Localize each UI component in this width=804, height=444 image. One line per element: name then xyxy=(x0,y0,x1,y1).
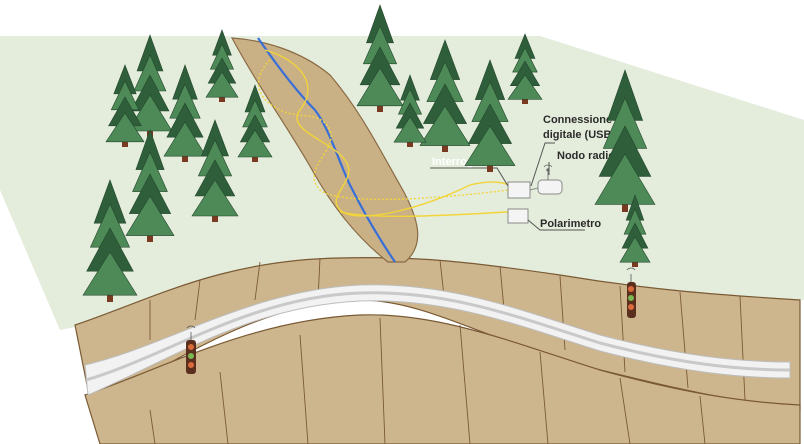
pine-tree-icon xyxy=(237,84,273,162)
pine-tree-icon xyxy=(619,194,651,267)
radio-antenna-icon xyxy=(626,267,636,282)
pine-tree-icon xyxy=(191,119,239,222)
forest xyxy=(82,4,656,302)
interrogator-unit xyxy=(507,181,531,199)
pine-tree-icon xyxy=(205,29,239,102)
device-link xyxy=(529,187,539,191)
label-usb-line1: Connessione xyxy=(543,114,612,126)
label-radio-node: Nodo radio xyxy=(557,150,615,162)
pine-tree-icon xyxy=(419,39,471,152)
pine-tree-icon xyxy=(163,64,207,162)
soil-cracks xyxy=(149,257,746,444)
pine-tree-icon xyxy=(125,129,175,242)
roadside-sensor-left xyxy=(186,325,196,374)
pine-tree-icon xyxy=(82,179,138,302)
radio-node-unit xyxy=(537,179,563,195)
pine-tree-icon xyxy=(393,74,427,147)
ground-plane xyxy=(0,36,804,330)
road-stripe xyxy=(85,291,791,382)
landslide-channel xyxy=(230,37,419,263)
roadside-sensor-right xyxy=(626,267,636,318)
callout-leaders xyxy=(430,142,585,231)
pine-tree-icon xyxy=(594,69,656,212)
soil-lower-block xyxy=(84,314,801,444)
polarimeter-unit xyxy=(507,208,529,224)
label-usb-line2: digitale (USB) xyxy=(543,129,615,141)
stream xyxy=(257,37,396,263)
label-polarimeter: Polarimetro xyxy=(540,218,601,230)
pine-tree-icon xyxy=(464,59,516,172)
pine-tree-icon xyxy=(507,33,543,104)
fiber-optic-cable xyxy=(257,49,511,218)
radio-antenna-icon xyxy=(186,325,196,340)
pine-tree-icon xyxy=(105,64,145,147)
pine-tree-icon xyxy=(356,4,404,112)
